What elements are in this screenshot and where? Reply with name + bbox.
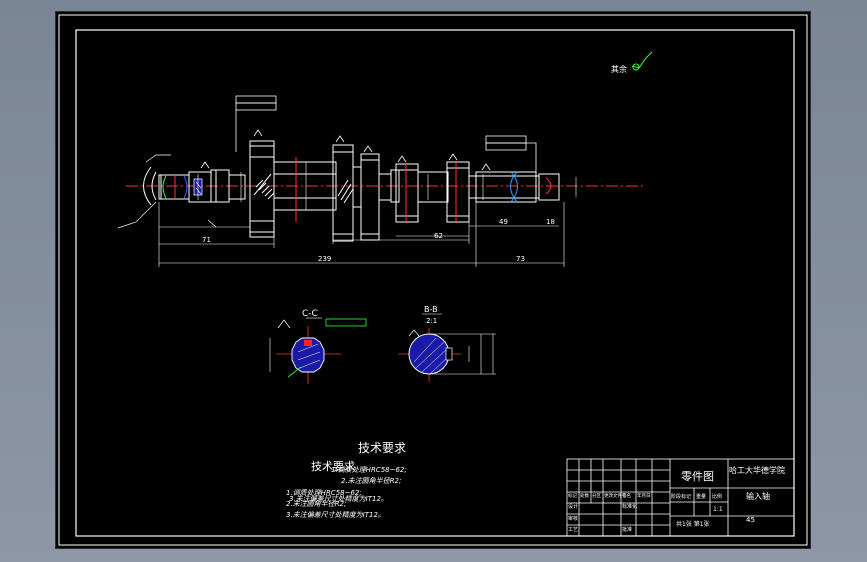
section-bb-scale: 2:1 — [426, 317, 437, 325]
tb-value-1: 批准 — [622, 526, 632, 533]
dim-end: 18 — [546, 218, 555, 226]
tech-line-5: 3.未注偏差尺寸处精度为IT12。 — [289, 495, 388, 503]
left-callouts — [117, 154, 217, 229]
tb-role-0: 设计 — [568, 503, 578, 510]
shaft-main-view — [126, 140, 646, 242]
inner-frame — [75, 29, 795, 537]
tech-line-4: 2.未注圆角半径R2; — [286, 500, 346, 508]
section-cc-label: C-C — [302, 309, 318, 319]
tech-line-1: 1.调质处理HRC58~62; — [331, 466, 407, 474]
tb-role-1: 审核 — [568, 515, 578, 522]
engineering-drawing: 其余 — [58, 14, 808, 546]
outer-frame — [58, 14, 808, 546]
tb-header-0: 标记 — [568, 492, 577, 499]
tb-scale-value: 1:1 — [713, 506, 723, 513]
dim-right-tail: 49 — [499, 218, 508, 226]
shaft-red-accents — [174, 157, 457, 222]
dimension-chains — [158, 202, 565, 267]
tb-sheets: 共1张 第1张 — [676, 520, 710, 528]
title-block — [566, 458, 795, 537]
tb-role-2: 工艺 — [568, 527, 578, 533]
tb-label-weight: 重量 — [696, 493, 706, 500]
tb-header-1: 处数 — [580, 492, 589, 499]
diameter-dims — [197, 162, 577, 210]
dim-left-group: 71 — [202, 236, 211, 244]
surface-finish-note: 其余 — [611, 64, 627, 74]
tech-line-6: 3.未注偏差尺寸处精度为IT12。 — [286, 511, 385, 519]
tb-drawing-type: 零件图 — [681, 470, 714, 483]
tb-header-5: 年月日 — [637, 492, 651, 499]
tb-header-4: 签名 — [622, 492, 631, 499]
roughness-symbol — [631, 51, 653, 71]
section-bb: B-B 2:1 — [398, 305, 496, 382]
tb-label-scale: 比例 — [712, 493, 722, 500]
tb-value-0: 标准化 — [622, 503, 637, 510]
tb-part-name: 输入轴 — [746, 491, 770, 501]
roughness-marks — [200, 129, 491, 171]
tb-header-3: 更改文件号 — [604, 492, 627, 499]
tb-header-2: 分区 — [592, 492, 601, 499]
dim-overall: 239 — [318, 255, 331, 263]
tech-requirements: 技术要求 技术要求 1.调质处理HRC58~62; 2.未注圆角半径R2; 1.… — [286, 441, 407, 519]
dim-right-span: 62 — [434, 232, 443, 240]
section-cc: C-C — [269, 309, 367, 384]
tech-title-overlap: 技术要求 — [311, 460, 355, 473]
tech-line-2: 2.未注圆角半径R2; — [341, 477, 401, 485]
tb-school: 哈工大华德学院 — [729, 465, 785, 475]
tech-title: 技术要求 — [358, 441, 406, 455]
tb-material: 45 — [746, 516, 755, 524]
dim-right-group: 73 — [516, 255, 525, 263]
section-bb-label: B-B — [424, 305, 438, 314]
tech-line-3: 1.调质处理HRC58~62; — [286, 489, 362, 497]
tolerance-frames — [235, 95, 537, 177]
tb-label-stage: 阶段标记 — [671, 493, 691, 500]
cad-viewport[interactable]: 其余 — [56, 12, 810, 548]
